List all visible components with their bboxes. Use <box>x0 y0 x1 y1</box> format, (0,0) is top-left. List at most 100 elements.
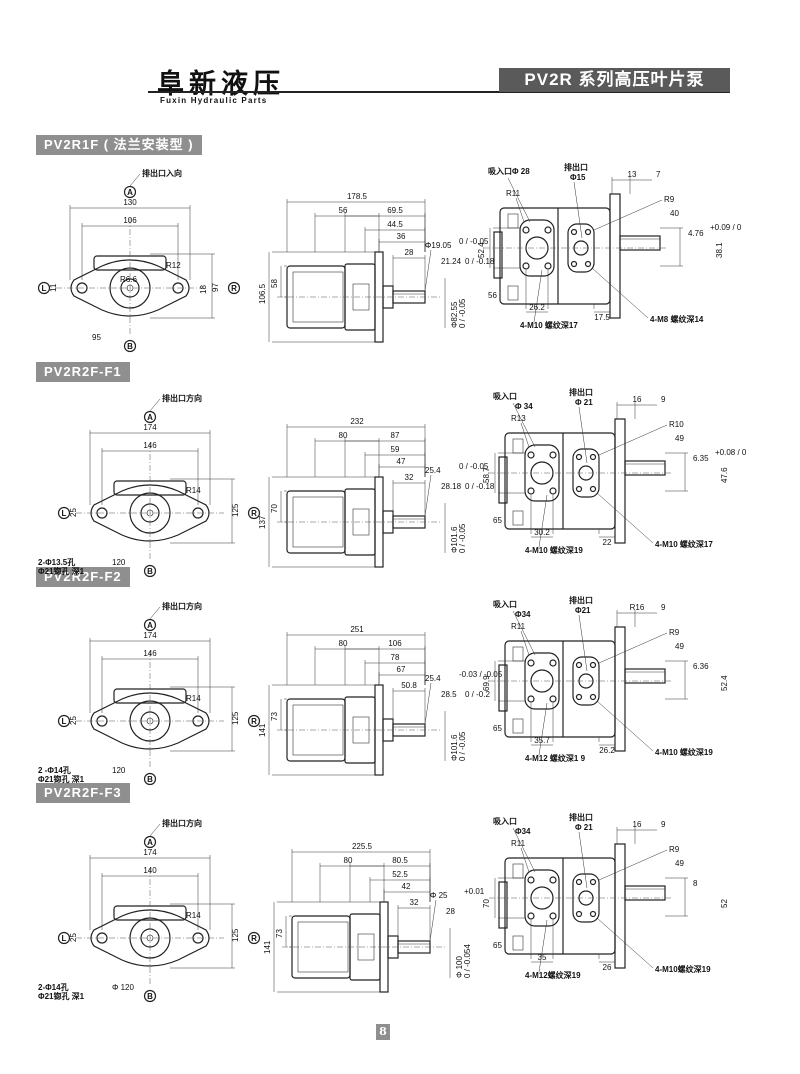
end-corner-lug <box>512 646 524 662</box>
front-left-dim: 11 <box>49 283 58 292</box>
side-overall-length: 225.5 <box>352 842 373 851</box>
front-circle-l: L <box>62 934 67 943</box>
end-outlet-label: 排出口 <box>569 387 593 397</box>
front-port-label: 排出口方向 <box>162 393 202 403</box>
brand-title: 阜新液压 <box>157 69 285 100</box>
end-inlet-bolt <box>527 487 535 495</box>
end-thread-note-1: 4-M12 螺纹深1 9 <box>525 753 586 763</box>
end-radius-left: R11 <box>511 622 526 631</box>
side-pilot-diameter: Φ 100 <box>455 955 464 978</box>
side-dim-3: 78 <box>391 653 400 662</box>
end-top-dim-2: 9 <box>661 395 666 404</box>
side-dim-3: 52.5 <box>392 870 408 879</box>
side-key-dimension: 28.18 <box>441 482 462 491</box>
front-circle-l: L <box>62 717 67 726</box>
end-inlet-label: 吸入口Φ 28 <box>488 167 530 176</box>
end-inlet-bolt <box>544 262 552 270</box>
end-outlet-bolt <box>575 910 583 918</box>
leader-line <box>598 849 668 881</box>
front-bottom-dim: 120 <box>112 766 126 775</box>
front-flange-outline <box>70 259 190 317</box>
leader-line <box>578 406 588 464</box>
end-inlet-label: 吸入口 <box>493 392 517 401</box>
end-inlet-label: 吸入口 <box>493 817 517 826</box>
front-radius: R14 <box>186 694 201 703</box>
leader-line <box>149 606 161 620</box>
section-title-pv2r2f-f1: PV2R2F-F1 <box>36 362 130 382</box>
leader-line <box>424 474 432 517</box>
end-thread-note-2: 4-M10 螺纹深19 <box>655 747 713 757</box>
front-hole-note: 2 -Φ14孔 <box>38 765 71 775</box>
end-inlet-bolt <box>527 695 535 703</box>
side-dim-4: 36 <box>397 232 406 241</box>
end-outlet-bolt <box>589 661 597 669</box>
end-outlet-bolt <box>589 693 597 701</box>
end-height-right: 47.6 <box>720 467 729 483</box>
leader-line <box>596 917 654 969</box>
end-left-bottom-dim: 65 <box>493 724 502 733</box>
end-bottom-dim-mid: 17.5 <box>594 313 610 322</box>
end-key-width: 8 <box>693 879 698 888</box>
front-flange-outline <box>90 909 210 967</box>
end-left-boss <box>498 456 508 504</box>
front-circle-a: A <box>127 188 133 197</box>
end-inlet-bolt <box>549 487 557 495</box>
front-circle-r: R <box>231 284 237 293</box>
side-key-tolerance: 0 / -0.18 <box>465 257 495 266</box>
side-key-tolerance: 0 / -0.2 <box>465 690 490 699</box>
front-height-dim: 125 <box>231 928 240 942</box>
side-dim-4: 47 <box>397 457 406 466</box>
end-corner-lug <box>507 213 519 229</box>
front-port-label: 排出口入向 <box>142 168 182 178</box>
leader-line <box>598 632 668 664</box>
front-circle-a: A <box>147 621 153 630</box>
front-width-inner: 146 <box>143 441 157 450</box>
end-outlet-bolt <box>570 228 578 236</box>
front-flange-outline <box>90 484 210 542</box>
front-hole-note: 2-Φ14孔 <box>38 982 69 992</box>
side-shaft-diameter: Φ19.05 <box>425 241 452 250</box>
side-shaft-diameter: Φ 25 <box>430 891 448 900</box>
leader-line <box>593 199 663 231</box>
leader-line <box>424 682 432 725</box>
end-corner-lug <box>507 285 519 301</box>
end-dim-49: 40 <box>670 209 679 218</box>
front-port-height: 18 <box>199 285 208 294</box>
front-width-inner: 140 <box>143 866 157 875</box>
end-outlet-bolt <box>575 661 583 669</box>
leader-line <box>578 831 588 889</box>
leader-line <box>129 173 141 187</box>
side-dim-2: 87 <box>391 431 400 440</box>
end-inlet-diameter: Φ34 <box>515 827 531 836</box>
side-pilot-tolerance: 0 / -0.05 <box>458 731 467 761</box>
end-height-right: 52 <box>720 899 729 908</box>
end-height-right: 38.1 <box>715 242 724 258</box>
end-radius-right: R10 <box>669 420 684 429</box>
leader-line <box>578 614 588 672</box>
side-dim-3: 59 <box>391 445 400 454</box>
end-bottom-dim-left: 35 <box>538 953 547 962</box>
leader-line <box>512 610 536 656</box>
side-pilot-diameter: Φ82.55 <box>450 301 459 328</box>
front-width-outer: 174 <box>143 631 157 640</box>
front-left-dim: 25 <box>69 716 78 725</box>
leader-line <box>507 177 531 223</box>
leader-line <box>424 249 432 292</box>
front-radius: R14 <box>186 486 201 495</box>
end-height-left: 52.4 <box>477 242 486 258</box>
front-circle-l-ring <box>57 931 71 945</box>
front-counterbore-note: Φ21锪孔 深1 <box>38 991 85 1001</box>
side-dim-5: 28 <box>405 248 414 257</box>
front-radius: R14 <box>186 911 201 920</box>
front-port-label: 排出口方向 <box>162 601 202 611</box>
side-dim-4: 67 <box>397 665 406 674</box>
end-corner-lug <box>512 510 524 526</box>
end-height-left: 70 <box>482 899 491 908</box>
side-dim-2: 69.5 <box>387 206 403 215</box>
end-key-width: 6.36 <box>693 662 709 671</box>
end-thread-note-2: 4-M8 螺纹深14 <box>650 314 704 324</box>
end-inlet-bolt <box>549 659 557 667</box>
leader-line <box>538 494 548 548</box>
